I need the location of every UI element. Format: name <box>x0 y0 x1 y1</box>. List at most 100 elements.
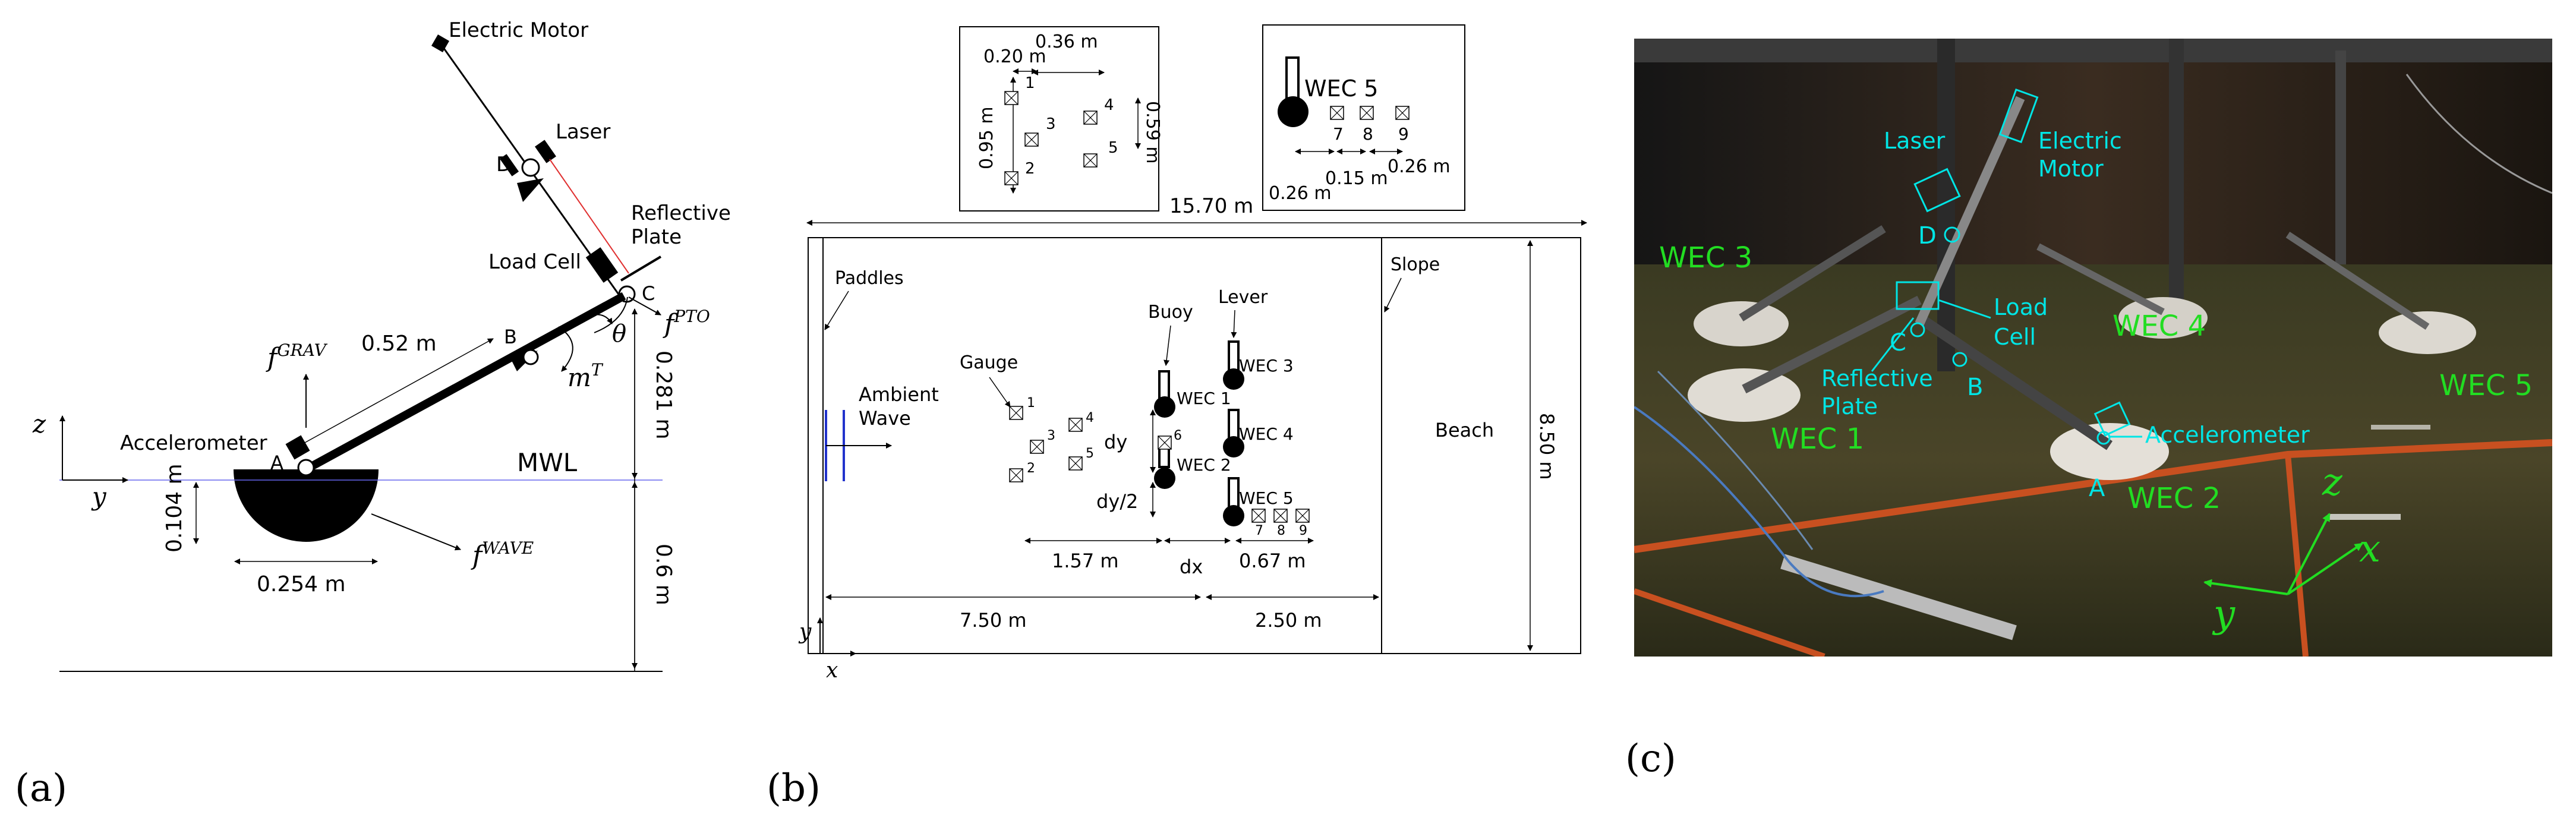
laser-beam <box>549 159 629 274</box>
inset1-gauge-2 <box>1004 171 1019 185</box>
photo-wec3-label: WEC 3 <box>1659 241 1752 274</box>
tank-gauge-6-num: 6 <box>1174 428 1182 443</box>
inset2-buoy <box>1278 96 1309 127</box>
accelerometer-block <box>285 435 310 460</box>
inset2-gauge-9 <box>1395 106 1410 120</box>
photo-reflective-line2: Plate <box>1821 393 1878 419</box>
brick-wall <box>1634 39 2552 288</box>
reflective-plate <box>620 255 662 282</box>
photo-motor-line2: Motor <box>2038 156 2104 182</box>
inset1-gauge-3 <box>1024 132 1039 147</box>
beach-label: Beach <box>1435 419 1494 441</box>
wec4-buoy <box>1223 436 1244 457</box>
photo-motor-line1: Electric <box>2038 128 2122 154</box>
b-axis-y-label: y <box>798 620 812 644</box>
reflective-plate-line2: Plate <box>631 225 682 249</box>
theta-label: θ <box>612 320 626 348</box>
wec4-label: WEC 4 <box>1239 424 1294 444</box>
inset1-dim-020-label: 0.20 m <box>983 46 1046 67</box>
inset1-gauge-5-num: 5 <box>1108 139 1118 157</box>
inset2-gauge-7 <box>1330 106 1344 120</box>
dim-0281-label: 0.281 m <box>651 351 676 440</box>
load-cell-label: Load Cell <box>488 250 581 274</box>
dim-0254-label: 0.254 m <box>257 572 346 597</box>
inset-1-frame <box>959 26 1159 212</box>
ambient-wave-line1: Ambient <box>859 383 939 406</box>
inset1-gauge-1-num: 1 <box>1025 74 1035 92</box>
arm-wec2 <box>1916 313 2113 450</box>
inset2-dim-026-a-label: 0.26 m <box>1269 183 1332 204</box>
axis-z-label: z <box>32 409 46 438</box>
tank-gauge-8 <box>1273 509 1288 523</box>
wec1-lever <box>1158 370 1170 401</box>
arm-wec1 <box>1742 295 1922 394</box>
tank-marking-2 <box>2285 454 2309 657</box>
lever-label: Lever <box>1218 287 1268 308</box>
photo-axis-y-label: y <box>2212 592 2236 636</box>
buoy-half-disc <box>234 469 379 542</box>
photo-load-cell-line2: Cell <box>1994 324 2036 350</box>
axis-y-label: y <box>91 482 107 511</box>
tank-gauge-3-num: 3 <box>1047 428 1055 443</box>
wec5-label: WEC 5 <box>1239 488 1294 508</box>
photo-y-axis <box>2203 579 2288 595</box>
inset1-gauge-5 <box>1083 153 1098 168</box>
ambient-wave-line2: Wave <box>859 407 911 430</box>
panel-a-label: (a) <box>15 766 68 810</box>
electric-motor-label: Electric Motor <box>449 18 588 42</box>
panel-b-label: (b) <box>767 766 821 810</box>
tank-gauge-4 <box>1068 418 1083 432</box>
tank-gauge-1 <box>1009 406 1023 420</box>
arm-wec4 <box>2036 243 2165 315</box>
photo-z-axis <box>2287 513 2331 595</box>
photo-point-b-label: B <box>1967 374 1983 401</box>
load-cell-box <box>1896 281 1940 310</box>
photo-load-cell-line1: Load <box>1994 294 2048 320</box>
inset2-wec5-label: WEC 5 <box>1304 75 1378 102</box>
laser-block <box>535 140 556 163</box>
wec5-lever <box>1228 477 1240 508</box>
load-cell-pointer <box>1938 299 1991 319</box>
f-pto-arrow <box>628 296 661 315</box>
arm-wec5 <box>2285 231 2430 330</box>
accelerometer-box <box>2093 401 2131 437</box>
arm-length-dim <box>294 338 494 449</box>
torque-label: mT <box>567 360 604 392</box>
paddles-label: Paddles <box>835 268 904 289</box>
panel-c-photo: Laser Electric Motor D Load Cell C B Ref… <box>1634 39 2552 657</box>
paddles-pointer <box>824 291 849 330</box>
reflective-plate-line1: Reflective <box>631 201 731 225</box>
wec1-buoy <box>1154 396 1175 418</box>
dim-157-label: 1.57 m <box>1052 550 1119 572</box>
f-grav-label: fGRAV <box>266 340 328 373</box>
wec3-buoy <box>1223 368 1244 390</box>
inset1-gauge-2-num: 2 <box>1025 160 1035 178</box>
gantry-beam-1 <box>1634 39 2552 62</box>
panel-a-diagram: Electric Motor Laser D Reflective Plate … <box>32 18 731 672</box>
photo-axis-x-label: x <box>2359 527 2380 571</box>
wec3-label: WEC 3 <box>1239 356 1294 375</box>
dim-750-label: 7.50 m <box>960 609 1027 632</box>
photo-axis-z-label: z <box>2322 460 2343 504</box>
panel-c-photo-svg: Laser Electric Motor D Load Cell C B Ref… <box>1634 39 2552 657</box>
tank-gauge-7-num: 7 <box>1255 523 1263 538</box>
inset1-gauge-1 <box>1004 91 1019 105</box>
gauge-label: Gauge <box>960 352 1018 373</box>
reflection-2 <box>2371 425 2430 430</box>
tank-gauge-7 <box>1251 509 1266 523</box>
photo-wec4-label: WEC 4 <box>2112 310 2206 343</box>
pivot-b-circle <box>522 349 539 365</box>
float-wec5 <box>2379 311 2476 354</box>
inset1-gauge-4 <box>1083 111 1098 125</box>
dy2-label: dy/2 <box>1096 490 1138 513</box>
photo-reflective-line1: Reflective <box>1821 365 1933 392</box>
point-a-label: A <box>270 452 283 474</box>
dim-0104-label: 0.104 m <box>162 463 187 553</box>
inset2-dim-015-label: 0.15 m <box>1325 168 1388 189</box>
arm-length-label: 0.52 m <box>361 332 437 356</box>
photo-accelerometer-label: Accelerometer <box>2145 422 2310 448</box>
photo-point-a <box>2096 431 2111 445</box>
wec1-label: WEC 1 <box>1177 389 1231 408</box>
panel-b-diagram: 0.36 m 0.20 m 0.95 m 0.59 m 1 3 4 5 2 WE… <box>798 24 1587 683</box>
panel-c-label: (c) <box>1625 737 1676 781</box>
